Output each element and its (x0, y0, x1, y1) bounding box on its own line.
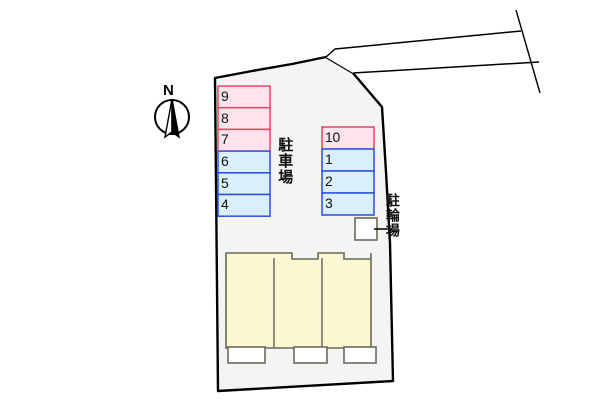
building-footprint (225, 252, 372, 349)
parking-lot-label: 駐車場 (276, 137, 295, 185)
stall-3[interactable] (321, 192, 375, 216)
stall-label-8: 8 (221, 109, 229, 126)
road-end-line (515, 9, 541, 94)
stall-label-3: 3 (325, 195, 333, 211)
bicycle-parking-box[interactable] (354, 217, 378, 241)
stall-label-10: 10 (325, 129, 340, 145)
left-parking-block (217, 85, 271, 217)
building-entry-2 (293, 346, 328, 364)
stall-label-9: 9 (221, 88, 229, 104)
compass-north-label: N (163, 82, 174, 99)
building-entry-3 (343, 346, 377, 364)
stall-label-6: 6 (221, 153, 229, 169)
access-road-shape (326, 31, 539, 80)
road-edge-upper (325, 30, 522, 58)
stall-4[interactable] (217, 193, 271, 217)
road-edge-lower (352, 61, 540, 74)
right-parking-block (321, 126, 375, 216)
stall-label-1: 1 (325, 151, 333, 167)
bicycle-parking-label: 駐輪場 (383, 193, 400, 238)
stall-label-2: 2 (325, 173, 333, 189)
stall-label-4: 4 (221, 196, 229, 212)
north-arrow-icon (154, 98, 190, 139)
stall-label-7: 7 (221, 131, 229, 147)
building-entry-1 (227, 346, 266, 364)
stall-label-5: 5 (221, 174, 229, 191)
